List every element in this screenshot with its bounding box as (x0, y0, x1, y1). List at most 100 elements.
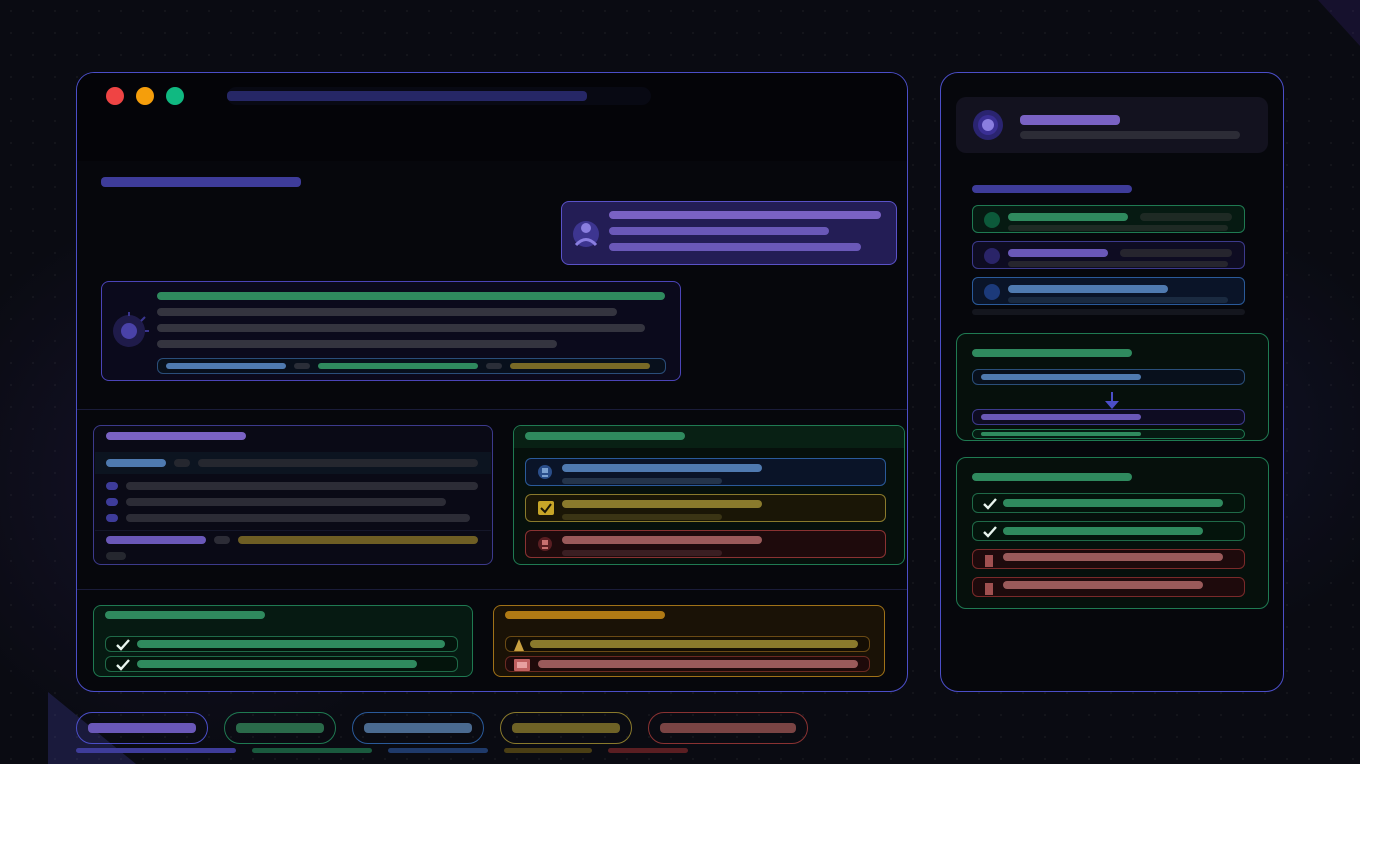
warning-row[interactable] (505, 636, 870, 652)
list-item[interactable] (525, 530, 886, 558)
table-header-cell (198, 459, 478, 467)
step-title (1008, 249, 1108, 257)
divider (77, 409, 907, 410)
status-chip[interactable] (352, 712, 484, 744)
message-line (609, 243, 861, 251)
row-bullet (106, 514, 118, 522)
agent-subtitle (1020, 131, 1240, 139)
table-header-row (95, 452, 491, 474)
check-icon (983, 526, 997, 538)
check-row[interactable] (105, 656, 458, 672)
warning-row-label (530, 640, 858, 648)
window-title (77, 73, 78, 74)
checklist-item[interactable] (972, 549, 1245, 569)
checklist-item[interactable] (972, 521, 1245, 541)
chip-label (236, 723, 324, 733)
card-title-placeholder (105, 611, 265, 619)
message-line (157, 292, 665, 300)
message-line (157, 308, 617, 316)
agent-header[interactable] (956, 97, 1268, 153)
check-row-label (137, 660, 417, 668)
checklist-card (956, 457, 1269, 609)
status-dot-icon (984, 284, 1000, 300)
chip-label (88, 723, 196, 733)
error-icon (985, 583, 993, 595)
warning-row[interactable] (505, 656, 870, 672)
table-row[interactable] (106, 514, 486, 524)
chip-label (660, 723, 796, 733)
table-cell (126, 514, 470, 522)
item-title (562, 500, 762, 508)
sun-icon (113, 312, 149, 347)
status-chip[interactable] (500, 712, 632, 744)
table-row[interactable] (106, 482, 486, 492)
status-chip[interactable] (648, 712, 808, 744)
step-detail (1008, 297, 1228, 303)
warning-card (493, 605, 885, 677)
table-cell (126, 482, 478, 490)
inline-code-strip (157, 358, 666, 374)
chip-label (512, 723, 620, 733)
maximize-dot-icon[interactable] (166, 87, 184, 105)
user-message-bubble[interactable] (561, 201, 897, 265)
status-dot-icon (984, 212, 1000, 228)
item-title (562, 536, 762, 544)
chip-underline (252, 748, 372, 753)
flow-node[interactable] (972, 429, 1245, 439)
message-line (609, 227, 829, 235)
check-icon (538, 501, 554, 515)
address-bar-placeholder (227, 91, 587, 101)
table-footer-cell (214, 536, 230, 544)
status-chip[interactable] (224, 712, 336, 744)
address-bar[interactable] (227, 87, 651, 105)
chat-heading-placeholder (101, 177, 301, 187)
check-icon (116, 639, 130, 651)
agent-step-item[interactable] (972, 205, 1245, 233)
chip-underline (76, 748, 236, 753)
table-row[interactable] (106, 498, 486, 508)
message-line (157, 324, 645, 332)
status-chip[interactable] (76, 712, 208, 744)
agent-step-item[interactable] (972, 277, 1245, 305)
message-line (609, 211, 881, 219)
item-subtitle (562, 478, 722, 484)
step-detail (1008, 261, 1228, 267)
minimize-dot-icon[interactable] (136, 87, 154, 105)
flow-node-label (981, 414, 1141, 420)
step-title (1008, 213, 1128, 221)
card-title-placeholder (972, 473, 1132, 481)
checklist-item[interactable] (972, 493, 1245, 513)
error-icon (985, 555, 993, 567)
assistant-message-bubble[interactable] (101, 281, 681, 381)
flow-node[interactable] (972, 369, 1245, 385)
item-subtitle (562, 514, 722, 520)
table-header-cell (174, 459, 190, 467)
check-row[interactable] (105, 636, 458, 652)
arrow-down-icon (1105, 392, 1119, 409)
card-title-placeholder (525, 432, 685, 440)
flow-node[interactable] (972, 409, 1245, 425)
code-token (166, 363, 286, 369)
checklist-label (1003, 581, 1203, 589)
error-icon (514, 659, 530, 671)
warning-icon (514, 639, 524, 651)
list-item[interactable] (525, 458, 886, 486)
card-header (514, 426, 904, 448)
list-item[interactable] (525, 494, 886, 522)
chip-label (364, 723, 472, 733)
close-dot-icon[interactable] (106, 87, 124, 105)
assistant-message-text (102, 282, 103, 283)
chip-underline (504, 748, 592, 753)
step-title (1008, 285, 1168, 293)
code-token (294, 363, 310, 369)
table-header-cell (106, 459, 166, 467)
agent-step-item[interactable] (972, 241, 1245, 269)
code-token (318, 363, 478, 369)
item-title (562, 464, 762, 472)
checklist-item[interactable] (972, 577, 1245, 597)
flow-node-label (981, 374, 1141, 380)
data-table-card (93, 425, 493, 565)
user-message-text (562, 202, 563, 203)
success-card (93, 605, 473, 677)
checklist-label (1003, 499, 1223, 507)
